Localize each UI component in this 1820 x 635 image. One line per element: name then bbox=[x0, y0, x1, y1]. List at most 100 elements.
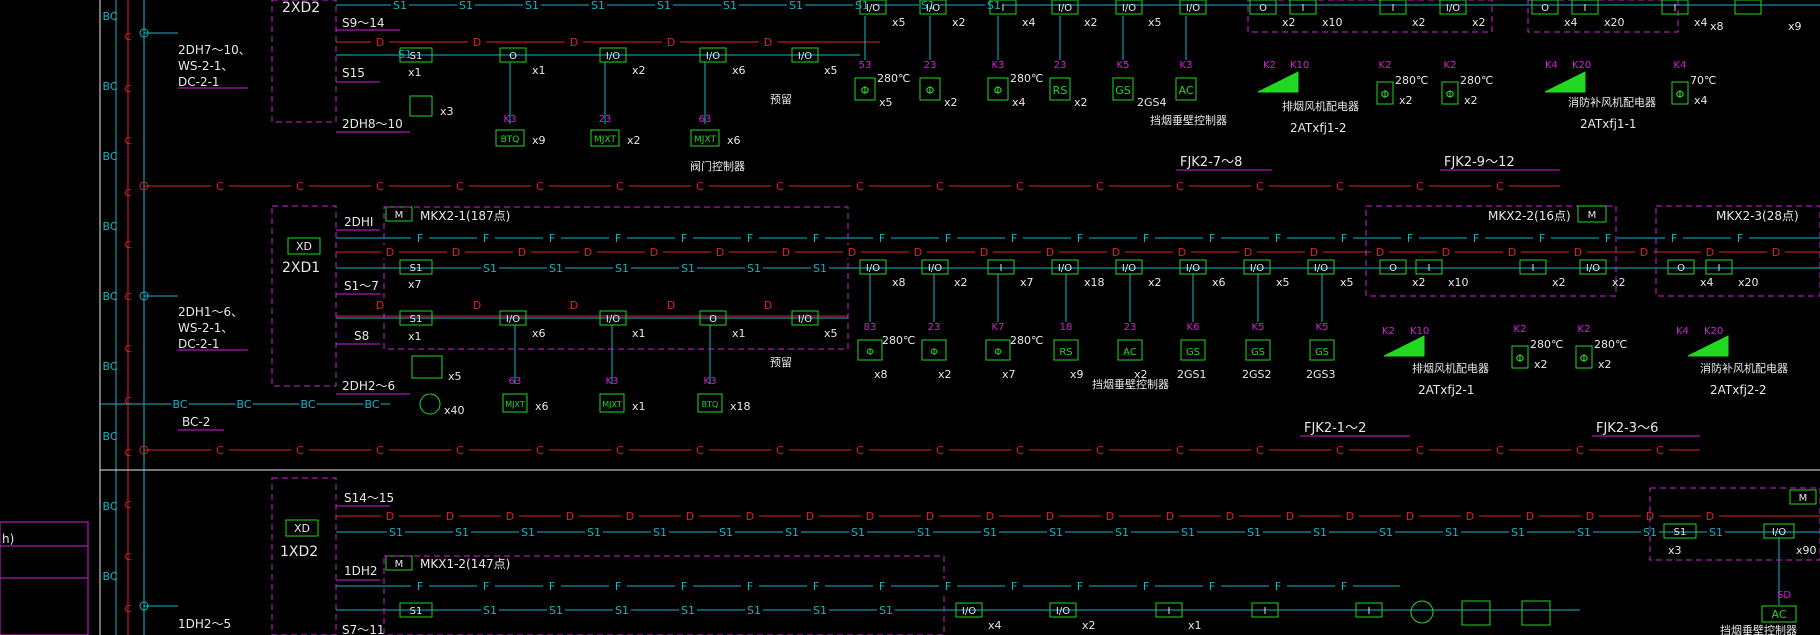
dev-label: Φ bbox=[1580, 352, 1589, 365]
bus-letter-gap bbox=[741, 509, 759, 522]
device-box-y bbox=[1461, 600, 1491, 626]
c-label: C bbox=[1336, 180, 1344, 193]
bus-letter-gap bbox=[611, 179, 629, 192]
f-label: F bbox=[1077, 580, 1083, 593]
module-type: I/O bbox=[928, 263, 942, 274]
dev-label: Φ bbox=[1381, 88, 1390, 101]
f-label: F bbox=[879, 580, 885, 593]
module-type: I bbox=[1428, 263, 1431, 274]
module-type: I bbox=[1368, 606, 1371, 617]
dev-qty: x18 bbox=[730, 400, 751, 413]
bus-letter-gap bbox=[481, 261, 499, 274]
d-label: D bbox=[806, 510, 814, 523]
fjk-label: FJK2-9～12 bbox=[1444, 155, 1515, 170]
module-type: I/O bbox=[1122, 3, 1136, 14]
bus-letter-gap bbox=[1245, 525, 1263, 538]
f-label: F bbox=[1605, 232, 1611, 245]
bus-letter-gap bbox=[1251, 443, 1269, 456]
fan-id: 2ATxfj1-2 bbox=[1290, 121, 1347, 135]
wire-main: S9～14 bbox=[342, 16, 385, 30]
fan-code: K4 bbox=[1676, 326, 1689, 337]
bus-letter-gap bbox=[565, 35, 583, 48]
c-junction bbox=[139, 445, 149, 455]
dev-temp: 280℃ bbox=[1010, 334, 1043, 347]
bus-letter-gap bbox=[477, 579, 495, 592]
riser-c-label: C bbox=[125, 448, 132, 459]
dev-box bbox=[1761, 605, 1797, 623]
module-qty: x2 bbox=[1148, 276, 1162, 289]
dev-qty: x7 bbox=[1002, 368, 1016, 381]
bus-letter-gap bbox=[621, 509, 639, 522]
bus-letter-gap bbox=[531, 443, 549, 456]
dev-label: Φ bbox=[1676, 88, 1685, 101]
module-type: I/O bbox=[1186, 263, 1200, 274]
module-qty: x10 bbox=[1448, 276, 1469, 289]
dev-qty: x2 bbox=[1534, 358, 1548, 371]
mkx-box bbox=[383, 206, 849, 350]
bus-letter-gap bbox=[651, 525, 669, 538]
mkx2-2-module bbox=[1379, 259, 1407, 275]
mkx2-2-title: MKX2-2(16点) bbox=[1488, 209, 1571, 223]
far-qty: x9 bbox=[1788, 20, 1802, 33]
bus-letter-gap bbox=[1599, 231, 1617, 244]
module-qty: x2 bbox=[1612, 276, 1626, 289]
dev-temp: 280℃ bbox=[877, 72, 910, 85]
feeder-junction bbox=[139, 601, 149, 611]
row1-first-box bbox=[399, 259, 433, 275]
f-label: F bbox=[681, 232, 687, 245]
c-label: C bbox=[776, 444, 784, 457]
f-label: F bbox=[1077, 232, 1083, 245]
dev-code: 23 bbox=[924, 60, 937, 71]
bus-letter-gap bbox=[171, 397, 189, 410]
bus-letter-gap bbox=[1171, 179, 1189, 192]
dev-code: 83 bbox=[864, 322, 877, 333]
s1-label: S1 bbox=[587, 526, 601, 539]
bus-letter-gap bbox=[801, 509, 819, 522]
bus-letter-gap bbox=[721, 0, 739, 11]
dev-temp: 280℃ bbox=[882, 334, 915, 347]
dev-label: Φ bbox=[1516, 352, 1525, 365]
module-type: O bbox=[1677, 263, 1685, 274]
d-label: D bbox=[1706, 510, 1714, 523]
f-label: F bbox=[615, 580, 621, 593]
riser-c-label: C bbox=[125, 292, 132, 303]
d-label: D bbox=[1772, 246, 1780, 259]
mkx2-3-title: MKX2-3(28点) bbox=[1716, 209, 1799, 223]
bus-letter-gap bbox=[985, 0, 1003, 11]
mkx2-3-box bbox=[1655, 205, 1820, 297]
module-type: I bbox=[1718, 263, 1721, 274]
left-note: 2DH1～6、 bbox=[178, 305, 243, 319]
s1-label: S1 bbox=[398, 48, 412, 61]
module-qty: x5 bbox=[892, 16, 906, 29]
mkx2-3-module bbox=[1705, 259, 1733, 275]
bus-letter-gap bbox=[1203, 231, 1221, 244]
bus-letter-gap bbox=[1767, 245, 1785, 258]
s1-label: S1 bbox=[1511, 526, 1525, 539]
mkx-box bbox=[383, 555, 945, 635]
module-type: I bbox=[1264, 606, 1267, 617]
bus-letter-gap bbox=[519, 525, 537, 538]
bus-letter-gap bbox=[1411, 179, 1429, 192]
group-module bbox=[1439, 0, 1467, 15]
fan-title: 排烟风机配电器 bbox=[1412, 361, 1489, 375]
bus-letter-gap bbox=[1137, 579, 1155, 592]
f-label: F bbox=[813, 232, 819, 245]
bus-letter-gap bbox=[1047, 525, 1065, 538]
d-label: D bbox=[506, 510, 514, 523]
bus-letter-gap bbox=[1491, 443, 1509, 456]
bus-letter-gap bbox=[851, 179, 869, 192]
bottom-bus-module bbox=[1155, 602, 1183, 618]
f-label: F bbox=[747, 232, 753, 245]
bus-letter-gap bbox=[1569, 245, 1587, 258]
cable-top: 2DHI bbox=[344, 215, 373, 229]
group-box bbox=[1247, 0, 1493, 33]
s1-label: S1 bbox=[879, 604, 893, 617]
module-qty: x7 bbox=[1020, 276, 1034, 289]
dev-qty: x5 bbox=[879, 96, 893, 109]
c-label: C bbox=[1176, 180, 1184, 193]
dev-qty: x2 bbox=[1464, 94, 1478, 107]
bus-letter-gap bbox=[1401, 509, 1419, 522]
bus-letter-gap bbox=[1311, 525, 1329, 538]
bus-letter-gap bbox=[931, 179, 949, 192]
c-label: C bbox=[1016, 444, 1024, 457]
